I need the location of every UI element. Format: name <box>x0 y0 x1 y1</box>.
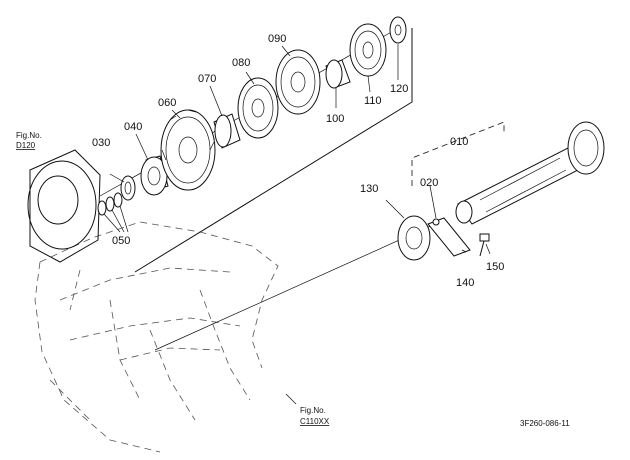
callout-010: 010 <box>450 136 468 148</box>
callout-100: 100 <box>326 113 344 125</box>
collar-030 <box>120 175 136 201</box>
callout-130: 130 <box>360 183 378 195</box>
leader-lines <box>103 44 505 255</box>
snap-rings <box>97 192 123 216</box>
fig-ref-top-line1: Fig.No. <box>16 131 42 140</box>
callout-120: 120 <box>390 83 408 95</box>
callout-150: 150 <box>486 261 504 273</box>
callout-030: 030 <box>92 137 110 149</box>
oil-seal-130 <box>397 215 431 261</box>
callout-050: 050 <box>112 235 130 247</box>
assembly-bracket-line <box>134 28 413 273</box>
gear-060 <box>160 109 216 191</box>
callout-090: 090 <box>268 33 286 45</box>
callout-070: 070 <box>198 73 216 85</box>
gear-080 <box>237 77 279 139</box>
bearing-040 <box>140 155 169 196</box>
callout-040: 040 <box>124 121 142 133</box>
fig-ref-leader <box>285 393 297 405</box>
callout-060: 060 <box>158 97 176 109</box>
gear-110 <box>349 23 387 77</box>
gear-090 <box>275 49 321 115</box>
sleeve-100 <box>325 59 351 89</box>
bolt-150 <box>479 233 490 257</box>
callout-080: 080 <box>232 57 250 69</box>
transmission-case-outline <box>34 221 279 453</box>
callout-020: 020 <box>420 177 438 189</box>
housing-d120-sketch <box>27 149 101 263</box>
sleeve-070 <box>213 113 241 149</box>
callout-140: 140 <box>456 277 474 289</box>
fig-ref-top-line2: D120 <box>16 141 36 150</box>
fig-ref-bottom-line1: Fig.No. <box>300 406 326 415</box>
drawing-code: 3F260-086-11 <box>520 419 570 428</box>
washer-120 <box>389 16 407 44</box>
shaft-010 <box>455 121 605 225</box>
fig-ref-bottom-line2: C110XX <box>300 417 330 426</box>
callout-110: 110 <box>364 95 382 107</box>
ball-020 <box>432 218 440 226</box>
lower-axis-line <box>154 223 436 351</box>
